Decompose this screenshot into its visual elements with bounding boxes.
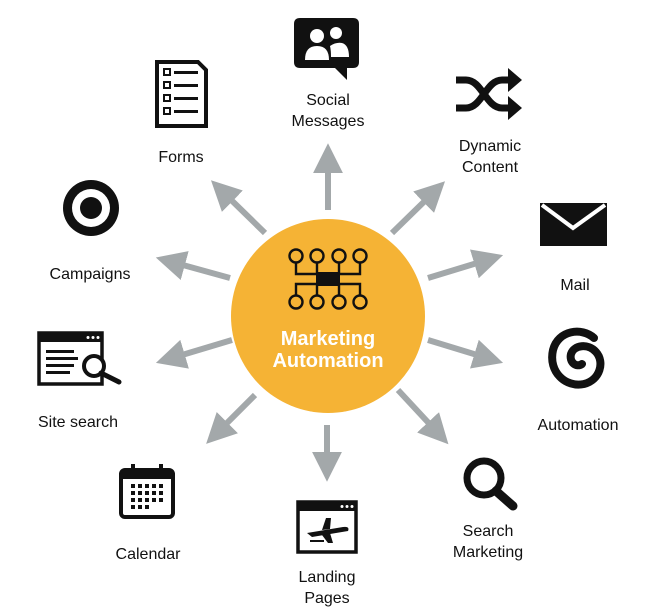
chat-people-icon bbox=[294, 18, 359, 80]
spiral-icon bbox=[548, 327, 605, 389]
arrow-to-search-marketing bbox=[395, 387, 449, 445]
connector-arrows bbox=[155, 143, 504, 482]
label-automation: Automation bbox=[537, 417, 619, 434]
hub-title-line1: Marketing bbox=[280, 328, 376, 350]
calendar-icon bbox=[119, 464, 175, 519]
hub-title-line2: Automation bbox=[272, 350, 384, 372]
arrow-to-calendar bbox=[206, 392, 258, 444]
arrow-to-automation bbox=[427, 337, 504, 369]
arrow-to-forms bbox=[210, 180, 268, 236]
arrow-to-campaigns bbox=[155, 251, 231, 281]
checklist-icon bbox=[155, 60, 208, 128]
label-calendar: Calendar bbox=[115, 546, 181, 563]
arrow-to-mail bbox=[427, 249, 504, 281]
flowchart-icon bbox=[288, 248, 368, 310]
label-site-search: Site search bbox=[37, 414, 119, 431]
envelope-icon bbox=[540, 203, 607, 246]
arrow-to-site-search bbox=[155, 337, 233, 369]
target-icon bbox=[63, 180, 119, 236]
label-mail: Mail bbox=[560, 277, 590, 294]
label-forms: Forms bbox=[158, 149, 204, 166]
browser-plane-icon bbox=[296, 500, 358, 554]
magnifier-icon bbox=[463, 457, 518, 511]
label-campaigns: Campaigns bbox=[49, 266, 131, 283]
browser-search-icon bbox=[37, 331, 122, 386]
shuffle-icon bbox=[456, 68, 522, 120]
hub-circle bbox=[231, 219, 425, 413]
arrow-to-dynamic-content bbox=[389, 181, 446, 236]
